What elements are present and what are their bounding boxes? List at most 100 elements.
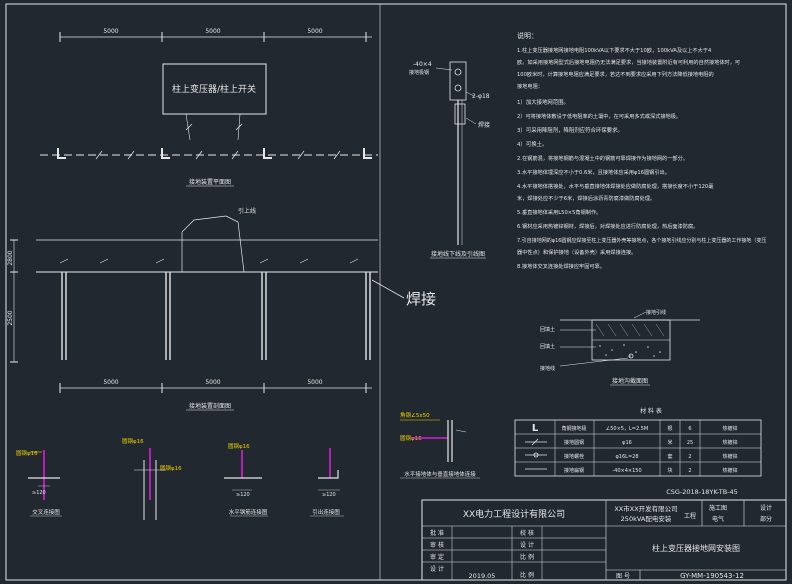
note-line-16: 器中性点）和保护接地（设备外壳）采用焊接连接。 (517, 248, 636, 256)
trench-caption: 接地沟截面图 (612, 377, 648, 385)
mat-row3-note: 热镀锌 (722, 453, 737, 460)
detail4-label: 圆钢φ16 (228, 442, 250, 450)
mat-row2-qty: 25 (687, 440, 693, 446)
mat-row3-unit: 套 (667, 453, 672, 460)
note-line-3: 100欧米时，计算接地电阻应满足要求，若达不到要求应采用下列方法降低接地电阻的 (517, 70, 714, 78)
drawing-frame (5, 3, 787, 581)
detail-angle: 圆钢φ16 圆钢φ16 (122, 437, 182, 520)
materials-table: 材 料 表 L 角钢接地极 ∠50×5，L=2.5M 根 6 热镀锌 接地圆钢 … (514, 407, 762, 477)
mat-row2-note: 热镀锌 (722, 439, 737, 446)
transformer-box-label: 柱上变压器/柱上开关 (172, 83, 256, 95)
mat-row4-unit: 块 (667, 467, 672, 474)
detail3-dim: ≥120 (236, 492, 250, 498)
mat-row3-name: 接地螺栓 (564, 453, 584, 460)
detail5-label: 角钢∠5x50 (400, 411, 430, 419)
note-line-1: 1.柱上变压器接地网接地电阻100kVA以下要求不大于10欧，100kVA及以上… (517, 46, 712, 54)
project-line-2: 250kVA配电安装 (621, 514, 672, 523)
plan-view: 5000 5000 5000 柱上变压器/柱上开关 接地装置平面图 (40, 28, 378, 187)
trench-section: 接地引线 回填土 回填土 接地线 接地沟截面图 (540, 309, 700, 386)
check-row-3: 比 例 (520, 553, 534, 561)
pole-bolt: 2-φ18 (472, 93, 490, 100)
detail1-dim: ≥120 (32, 490, 46, 496)
note-line-5: 1）加大接地网范围。 (517, 98, 569, 106)
mat-row1-name: 角钢接地极 (561, 425, 586, 432)
mat-row3-qty: 2 (688, 454, 691, 460)
mat-row4-spec: -40×4×150 (612, 468, 641, 474)
pole-note: 接地极钢 (409, 69, 429, 76)
detail-hv: 角钢∠5x50 圆钢φ16 水平接地体与垂直接地体连接 (400, 411, 480, 479)
detail-horizontal: 圆钢φ16 ≥120 水平钢筋连接图 (224, 442, 268, 517)
note-line-8: 4）可换土。 (517, 140, 547, 148)
section-caption: 接地装置剖面图 (189, 402, 231, 410)
approve-row-1: 批 准 (430, 529, 444, 537)
detail2-label: 圆钢φ16 (122, 437, 144, 445)
drawing-code-small: CSG-2018-18YK-TB-45 (666, 488, 738, 496)
mat-row2-name: 接地圆钢 (564, 439, 584, 446)
discipline: 电气 (712, 515, 724, 523)
check-row-1: 校 核 (520, 529, 534, 537)
section-bottom-dim-2: 5000 (205, 379, 220, 386)
pole-caption: 接地线下线及引线图 (431, 250, 485, 258)
pole-flat-steel: -40×4 (413, 61, 432, 68)
section-bottom-dim-3: 5000 (307, 379, 322, 386)
detail-leadout: ≥120 引出连接图 (310, 448, 344, 517)
part: 部分 (760, 515, 772, 523)
detail1-label: 圆钢φ16 (16, 449, 38, 457)
check-row-2: 设 计 (520, 541, 534, 549)
note-line-11: 4.水平接地体搭接处，水平与垂直接地体焊接处应做防腐处理，搭接长度不小于120毫 (517, 182, 713, 190)
trench-label-3: 回填土 (540, 343, 555, 350)
section-view: 引上线 2800 2500 焊接 5000 5000 5000 接地装置剖面图 (7, 207, 436, 411)
detail-drawings: 圆钢φ16 ≥120 交叉连接图 圆钢φ16 圆钢φ16 圆钢φ16 ≥120 … (16, 411, 480, 520)
sheet-number: GY-MM-190543-12 (680, 572, 744, 580)
mat-row1-qty: 6 (688, 426, 691, 432)
note-line-7: 3）可采用降阻剂，降阻剂应符合环保要求。 (517, 126, 623, 134)
detail5-sub: 圆钢φ16 (400, 434, 422, 442)
project-line-1: XX市XX开发有限公司 (614, 504, 677, 513)
mat-row4-note: 热镀锌 (722, 467, 737, 474)
section-dim-depth: 2800 (7, 250, 14, 265)
mat-row2-unit: 米 (667, 439, 672, 446)
phase: 施工图 (709, 504, 727, 512)
approve-row-4: 设 计 (430, 565, 444, 573)
transformer-box (162, 63, 267, 115)
trench-label-2: 回填土 (540, 326, 555, 333)
mat-row4-name: 接地扁钢 (564, 467, 584, 474)
approve-row-2: 审 核 (430, 541, 444, 549)
title-block: CSG-2018-18YK-TB-45 XX电力工程设计有限公司 XX市XX开发… (421, 488, 787, 581)
note-line-17: 8.接地体交叉连接处焊接应牢固可靠。 (517, 262, 605, 270)
section-weld-label: 焊接 (406, 290, 436, 308)
notes-block: 说明： 1.柱上变压器接地网接地电阻100kVA以下要求不大于10欧，100kV… (517, 31, 766, 270)
trench-label-1: 接地引线 (646, 309, 666, 316)
check-row-4: 比 例 (520, 571, 534, 579)
detail3-caption: 引出连接图 (312, 508, 340, 516)
detail4-dim: ≥120 (322, 492, 336, 498)
mat-row4-qty: 2 (688, 468, 691, 474)
detail5-caption: 水平接地体与垂直接地体连接 (404, 470, 476, 478)
note-line-14: 6.钢材应采用热镀锌钢材，焊接后，对焊接处应进行防腐处理，热后面漆防腐。 (517, 222, 698, 230)
note-line-15: 7.引自接地网的φ16圆钢应焊接至柱上变压器外壳等接地点，各个接地引线应分别与柱… (517, 237, 766, 244)
note-line-13: 5.垂直接地体采用L50×5角钢制作。 (517, 208, 601, 216)
detail3-label: 圆钢φ16 (160, 464, 182, 472)
note-line-6: 2）可将接地体敷设于低电阻率的土壤中，在可采用多式或深式接地极。 (517, 112, 681, 120)
mat-row3-spec: φ16L=28 (616, 454, 639, 460)
approve-row-3: 审 定 (430, 553, 444, 561)
detail2-caption: 水平钢筋连接图 (229, 508, 268, 516)
plan-dim-1: 5000 (103, 28, 118, 35)
plan-caption: 接地装置平面图 (189, 178, 231, 186)
plan-dim-2: 5000 (205, 28, 220, 35)
note-line-9: 2.在钢筋混，将接地钢筋与混凝土中的钢筋可靠焊接作为接地网的一部分。 (517, 154, 688, 162)
pole-detail: -40×4 接地极钢 2-φ18 焊接 接地线下线及引线图 (409, 61, 490, 259)
detail-cross: 圆钢φ16 ≥120 交叉连接图 (16, 449, 62, 517)
trench-label-4: 接地线 (540, 365, 555, 372)
mat-row1-unit: 根 (667, 425, 672, 432)
section-top-label: 引上线 (238, 207, 256, 215)
detail1-caption: 交叉连接图 (32, 508, 60, 516)
mat-row1-spec: ∠50×5，L=2.5M (606, 426, 648, 432)
mat-row2-spec: φ16 (622, 440, 632, 446)
design-label: 设计 (760, 504, 772, 512)
materials-title: 材 料 表 (640, 407, 662, 415)
notes-title: 说明： (517, 31, 538, 40)
sheet-label: 图 号 (616, 573, 630, 580)
note-line-12: 米，焊接处应不少于6米，焊接后涂沥青防腐漆做防腐处理。 (517, 194, 655, 202)
